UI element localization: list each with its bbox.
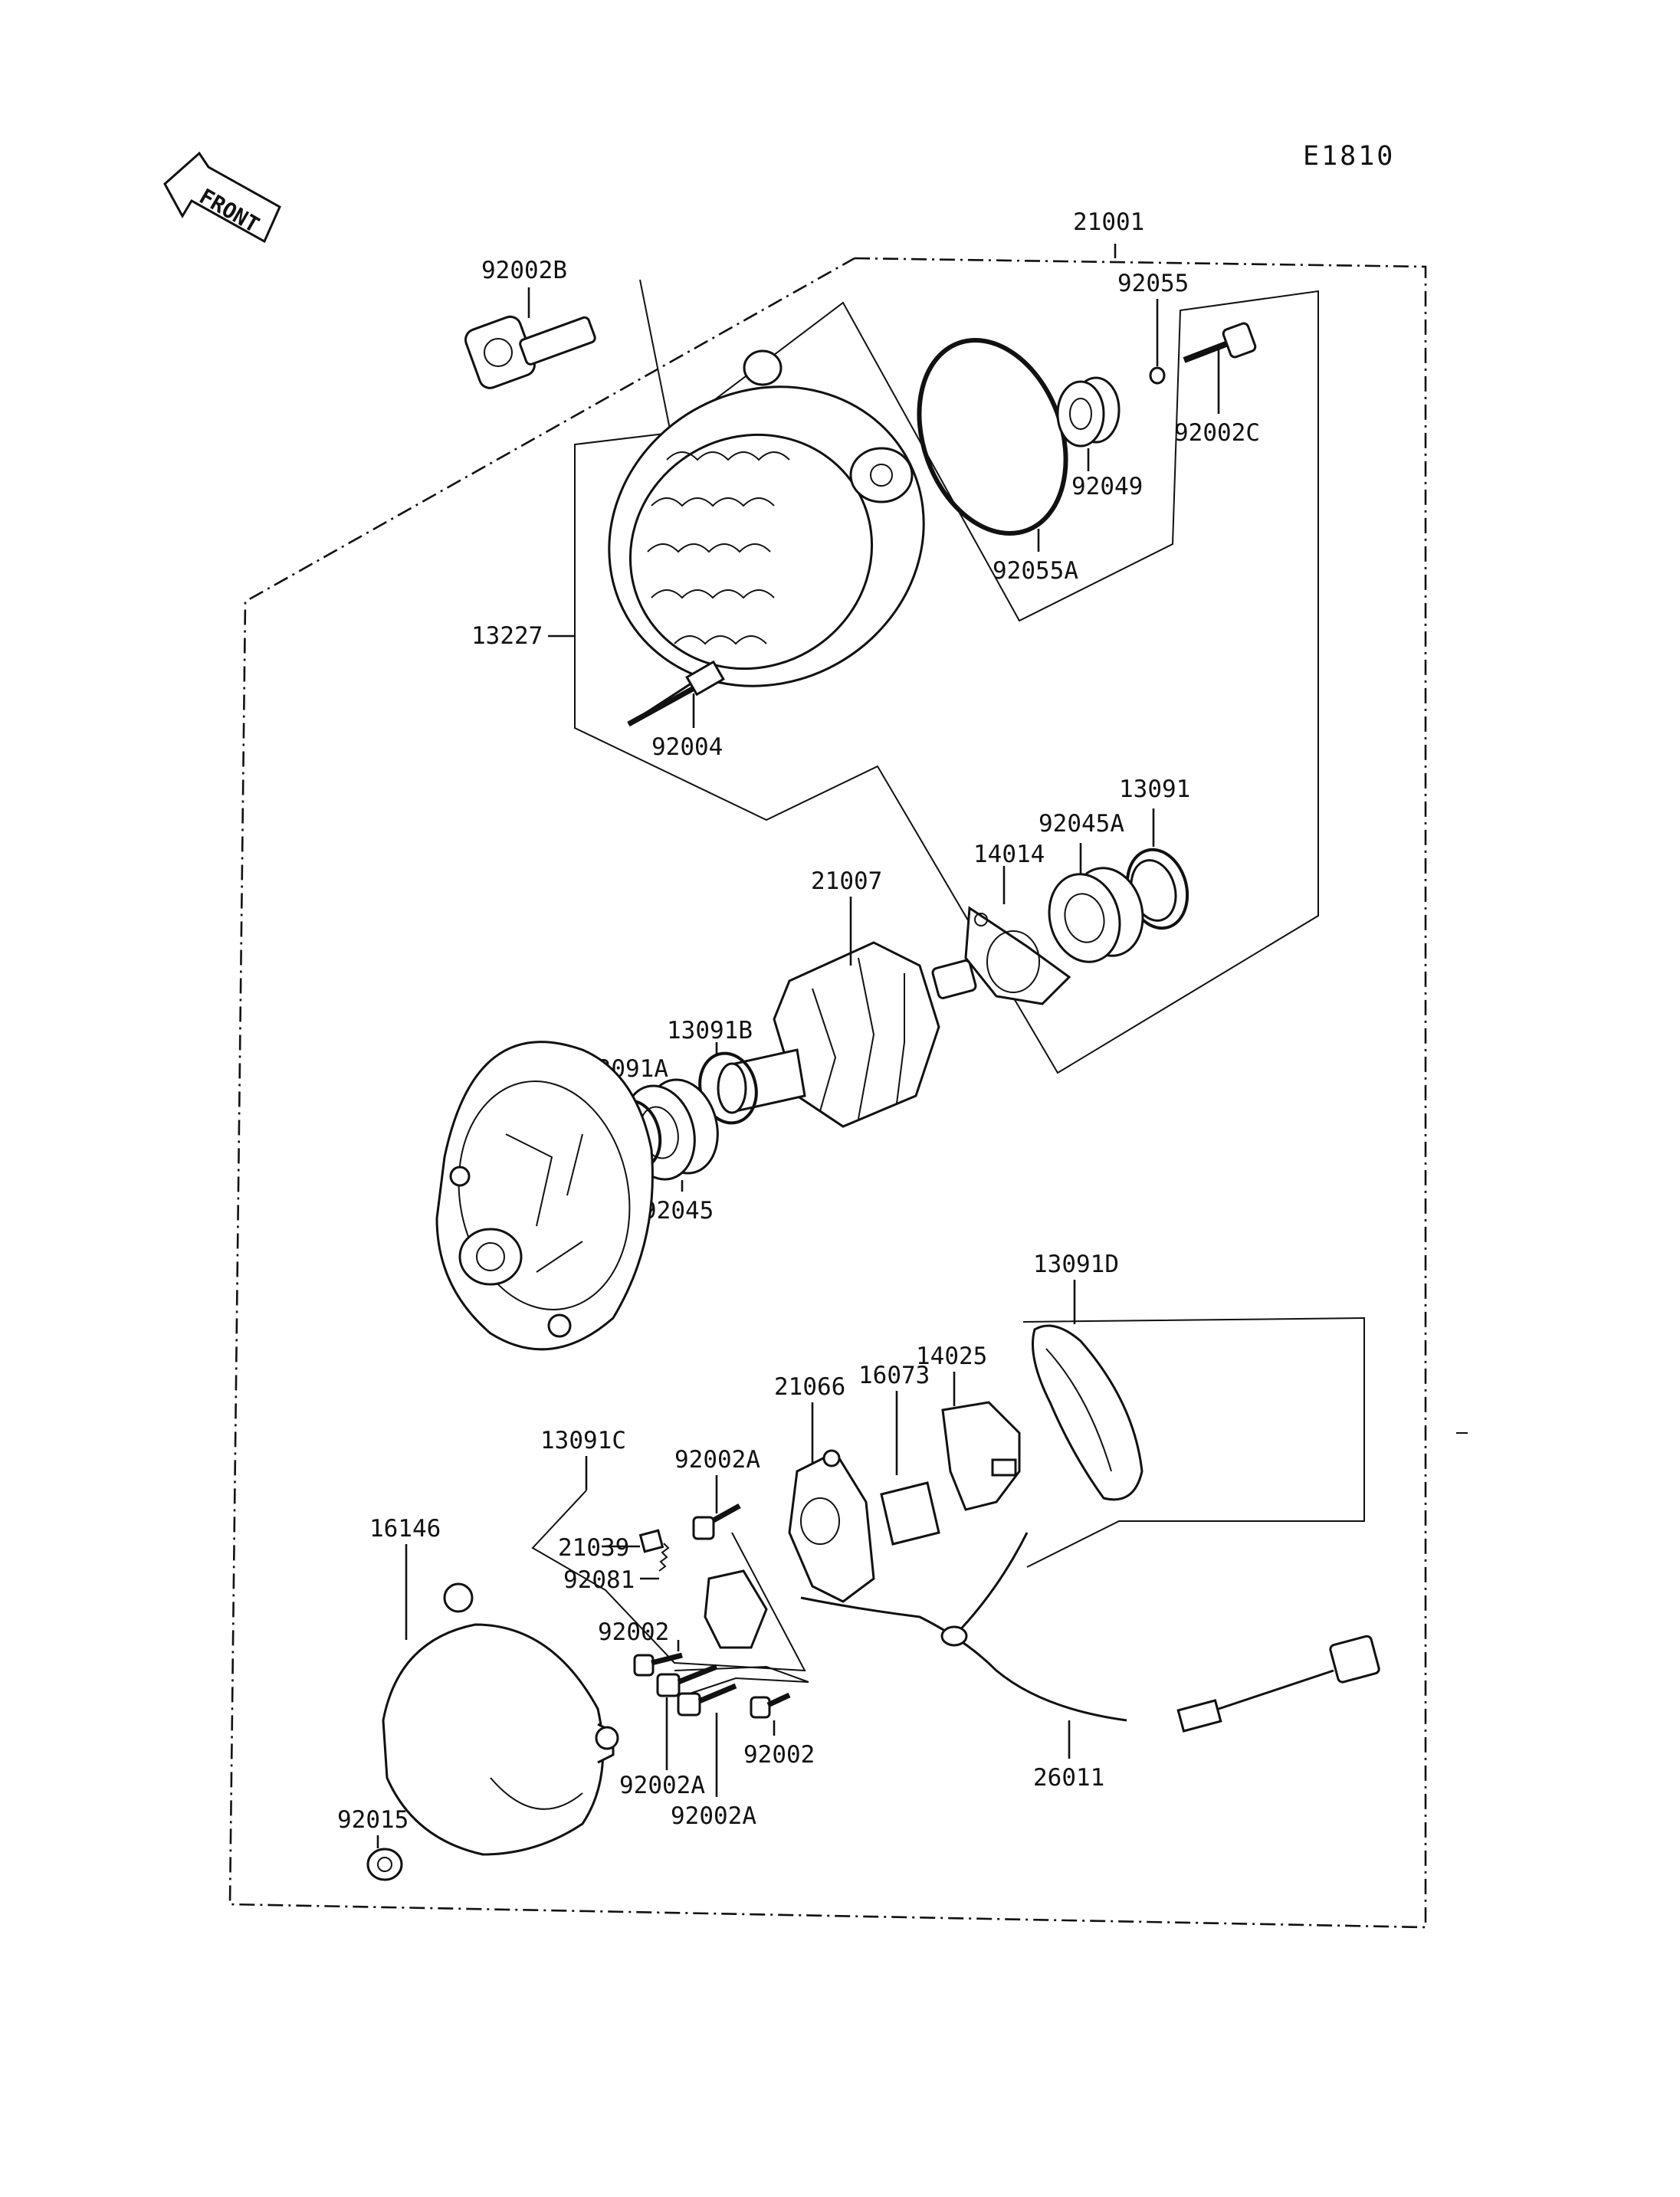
screw-92002A-a bbox=[656, 1664, 718, 1697]
callout-92049: 92049 bbox=[1071, 473, 1143, 500]
callout-13227: 13227 bbox=[471, 622, 543, 650]
brush-holder-14025 bbox=[941, 1401, 1021, 1511]
screw-92002A-b bbox=[677, 1683, 737, 1717]
callout-92002-left: 92002 bbox=[598, 1618, 669, 1646]
callout-14014: 14014 bbox=[973, 841, 1045, 868]
ring-92055 bbox=[1149, 366, 1166, 385]
callout-92002C: 92002C bbox=[1174, 419, 1260, 447]
regulator-21066 bbox=[788, 1449, 875, 1603]
insulator-16073 bbox=[880, 1481, 940, 1546]
callout-21066: 21066 bbox=[774, 1373, 845, 1401]
callout-92055A: 92055A bbox=[993, 557, 1078, 585]
nut-92015 bbox=[366, 1848, 403, 1881]
callout-14025: 14025 bbox=[916, 1343, 987, 1370]
callout-13091: 13091 bbox=[1119, 776, 1190, 803]
callout-92004: 92004 bbox=[651, 733, 723, 761]
spring-92081 bbox=[658, 1543, 670, 1572]
callout-13091C: 13091C bbox=[540, 1427, 626, 1454]
callout-92002B: 92002B bbox=[481, 257, 567, 284]
screw-92002A-top bbox=[692, 1503, 741, 1540]
callout-92045: 92045 bbox=[642, 1197, 714, 1225]
callout-92002A-top: 92002A bbox=[674, 1446, 760, 1474]
callout-92002A-a: 92002A bbox=[619, 1772, 705, 1799]
callout-21007: 21007 bbox=[811, 867, 882, 895]
callout-92081: 92081 bbox=[563, 1566, 635, 1594]
callout-92045A: 92045A bbox=[1039, 810, 1124, 838]
assembly-outline bbox=[228, 257, 1427, 1929]
bolt-92002C bbox=[1183, 322, 1257, 363]
stator-housing bbox=[608, 349, 925, 726]
callout-16146: 16146 bbox=[369, 1515, 441, 1543]
stud-92004 bbox=[627, 660, 725, 727]
bearing-92049 bbox=[1056, 376, 1121, 448]
callout-13091D: 13091D bbox=[1033, 1251, 1119, 1278]
callout-92015: 92015 bbox=[337, 1806, 409, 1834]
end-cover-16146 bbox=[382, 1582, 619, 1856]
front-housing bbox=[435, 1041, 654, 1351]
callout-21039: 21039 bbox=[558, 1534, 629, 1562]
callout-16073: 16073 bbox=[858, 1362, 930, 1389]
bolt-92002B bbox=[464, 315, 596, 389]
plate-14014 bbox=[964, 906, 1071, 1005]
screw-92002-right bbox=[750, 1692, 791, 1719]
brush-holder-block bbox=[704, 1569, 768, 1649]
harness-26011 bbox=[800, 1532, 1380, 1733]
bearing-92045A bbox=[1048, 867, 1144, 963]
cover-plate-13091D bbox=[1032, 1324, 1144, 1501]
screw-92002-left bbox=[633, 1652, 683, 1677]
callout-92055: 92055 bbox=[1117, 270, 1189, 297]
callout-21001: 21001 bbox=[1073, 208, 1144, 236]
front-arrow-icon: FRONT bbox=[163, 151, 281, 244]
callout-92002-right: 92002 bbox=[743, 1741, 815, 1769]
regulator-bracket-lines bbox=[1022, 1317, 1365, 1568]
diagram-code: E1810 bbox=[1303, 141, 1395, 172]
callout-13091B: 13091B bbox=[667, 1017, 753, 1044]
callout-92002A-b: 92002A bbox=[671, 1802, 756, 1830]
rotor-21007 bbox=[717, 941, 977, 1128]
callout-26011: 26011 bbox=[1033, 1764, 1104, 1792]
brush-21039 bbox=[638, 1529, 664, 1553]
